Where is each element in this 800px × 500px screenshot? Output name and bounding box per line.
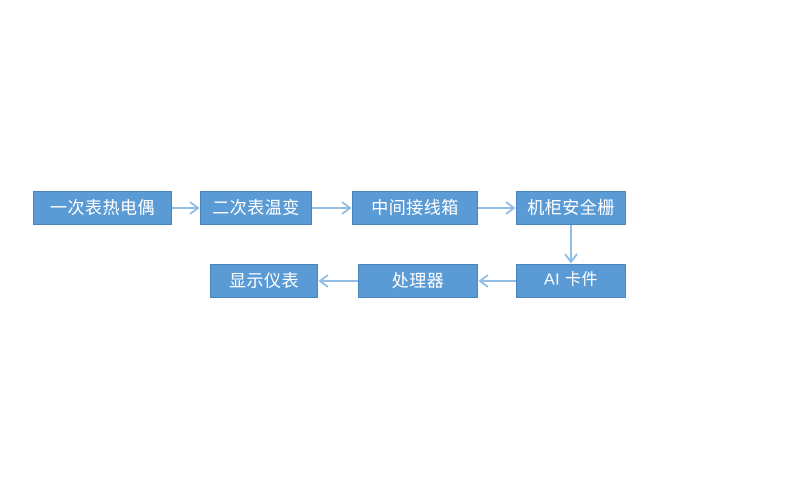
edge-secondary-transmitter-to-junction-box [312,201,352,215]
node-processor[interactable]: 处理器 [358,264,478,298]
edge-processor-to-display-instrument [318,274,358,288]
node-label: 二次表温变 [212,198,300,217]
node-label: 中间接线箱 [371,198,459,217]
node-label: 一次表热电偶 [50,198,155,217]
edge-ai-card-to-processor [478,274,516,288]
node-cabinet-safety-barrier[interactable]: 机柜安全栅 [516,191,626,225]
node-label: 处理器 [391,271,445,290]
node-primary-thermocouple[interactable]: 一次表热电偶 [33,191,172,225]
node-label: 机柜安全栅 [527,198,615,217]
edge-primary-thermocouple-to-secondary-transmitter [172,201,200,215]
edge-cabinet-safety-barrier-to-ai-card [564,225,578,264]
node-label: AI 卡件 [543,271,599,289]
node-label: 显示仪表 [229,271,299,290]
node-junction-box[interactable]: 中间接线箱 [352,191,478,225]
node-display-instrument[interactable]: 显示仪表 [210,264,318,298]
node-ai-card[interactable]: AI 卡件 [516,264,626,298]
node-secondary-transmitter[interactable]: 二次表温变 [200,191,312,225]
edge-junction-box-to-cabinet-safety-barrier [478,201,516,215]
